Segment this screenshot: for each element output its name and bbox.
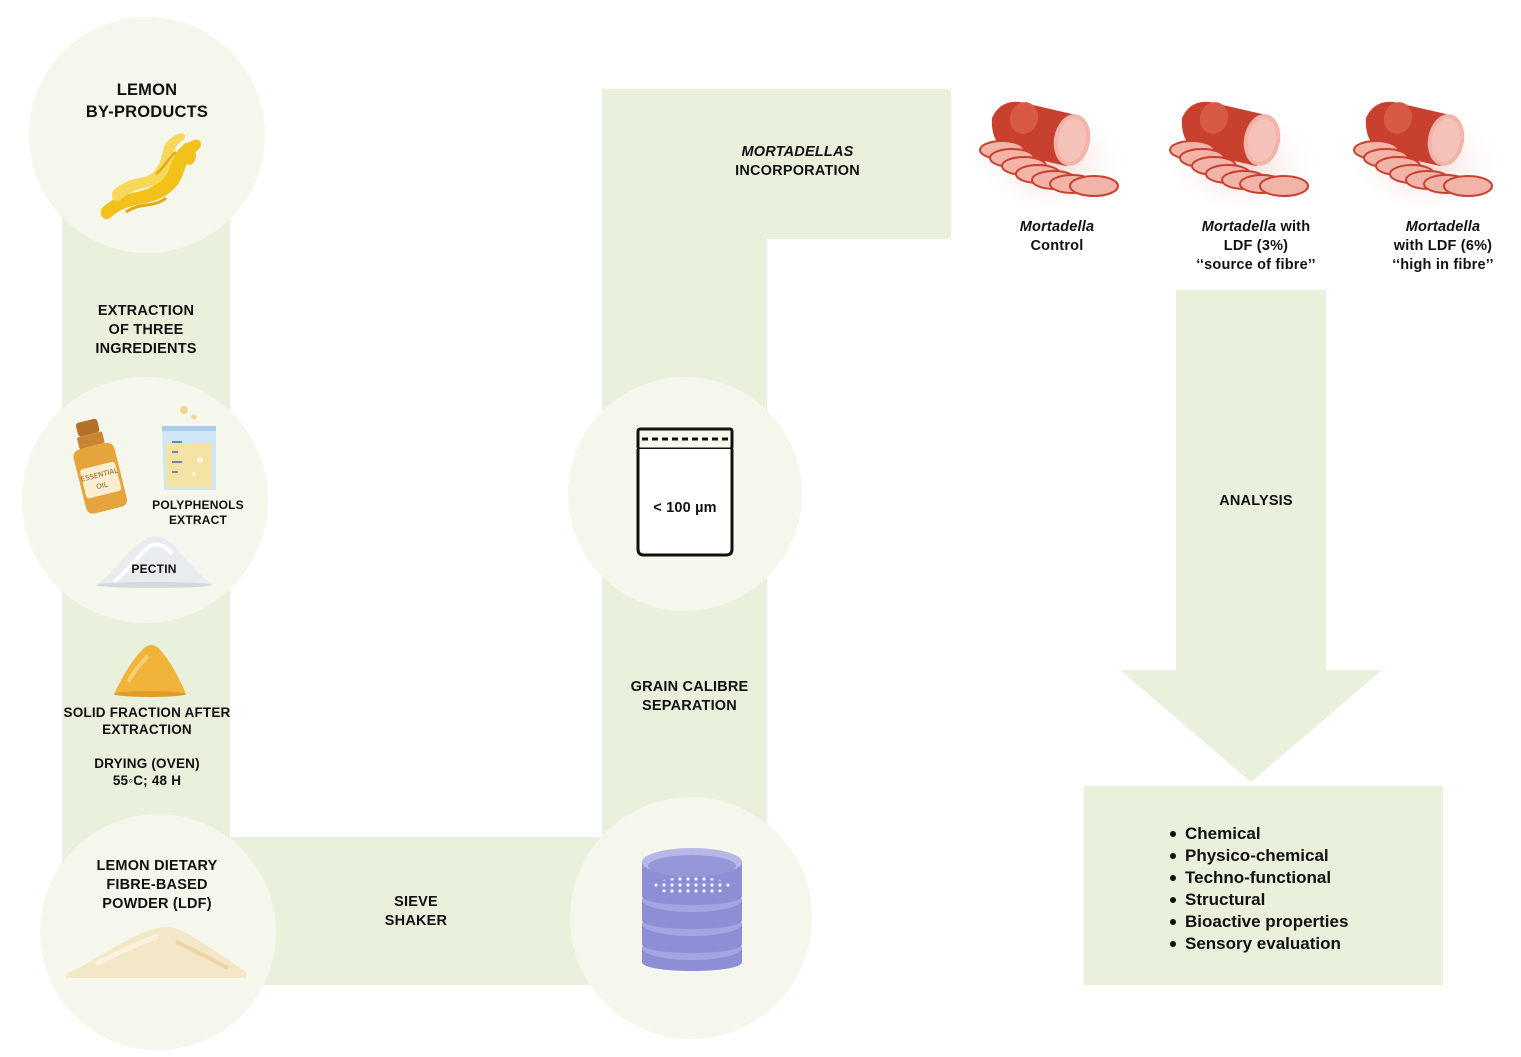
analysis-label: ANALYSIS <box>1219 493 1293 509</box>
ldf-powder-heap-icon <box>66 927 246 978</box>
essential-oil-text-2: OIL <box>96 481 109 492</box>
solid-fraction-pile-icon <box>114 644 186 697</box>
grain-calibre-label: GRAIN CALIBRE SEPARATION <box>630 679 749 714</box>
analysis-item-sensory: Sensory evaluation <box>1168 933 1428 955</box>
lemon-byproducts-label: LEMON BY-PRODUCTS <box>85 81 209 121</box>
analysis-item-bioactive: Bioactive properties <box>1168 911 1428 933</box>
sample-control-label: Mortadella Control <box>1019 219 1095 254</box>
essential-oil-bottle-icon: ESSENTIAL OIL <box>73 418 127 514</box>
mortadella-control-icon <box>977 101 1125 208</box>
flow-band-top-horizontal <box>602 89 951 239</box>
analysis-item-structural: Structural <box>1168 889 1428 911</box>
ldf-powder-label: LEMON DIETARY FIBRE-BASED POWDER (LDF) <box>96 858 218 912</box>
sample-ldf6-label: Mortadella with LDF (6%) ‘‘high in fibre… <box>1392 219 1494 273</box>
analysis-list-container: Chemical Physico-chemical Techno-functio… <box>1168 823 1428 955</box>
polyphenols-label: POLYPHENOLS EXTRACT <box>152 498 244 527</box>
lemon-byproducts-circle <box>29 17 265 253</box>
pectin-label: PECTIN <box>131 562 177 576</box>
analysis-item-techno-functional: Techno-functional <box>1168 867 1428 889</box>
incorporation-label: MORTADELLAS INCORPORATION <box>735 144 860 179</box>
analysis-item-chemical: Chemical <box>1168 823 1428 845</box>
lemon-peel-icon <box>100 133 201 220</box>
mortadella-ldf6-icon <box>1351 101 1499 208</box>
analysis-arrow <box>1120 290 1382 782</box>
bag-size-label: < 100 µm <box>653 500 717 516</box>
sample-ldf3-label: Mortadella with LDF (3%) ‘‘source of fib… <box>1196 219 1316 273</box>
analysis-item-physico-chemical: Physico-chemical <box>1168 845 1428 867</box>
drying-label: DRYING (OVEN) 55◦C; 48 H <box>94 756 200 788</box>
mortadella-ldf3-icon <box>1167 101 1315 208</box>
pectin-powder-icon <box>96 536 212 588</box>
flow-band-bottom-horizontal <box>230 837 630 985</box>
solid-fraction-label: SOLID FRACTION AFTER EXTRACTION <box>63 705 231 737</box>
analysis-results-box <box>1084 786 1443 985</box>
zip-bag-icon <box>636 427 734 557</box>
polyphenols-beaker-icon <box>162 406 216 490</box>
sieve-shaker-label: SIEVE SHAKER <box>384 894 448 929</box>
analysis-list: Chemical Physico-chemical Techno-functio… <box>1168 823 1428 955</box>
sieve-stack-icon <box>642 848 742 971</box>
extraction-label: EXTRACTION OF THREE INGREDIENTS <box>95 303 197 357</box>
